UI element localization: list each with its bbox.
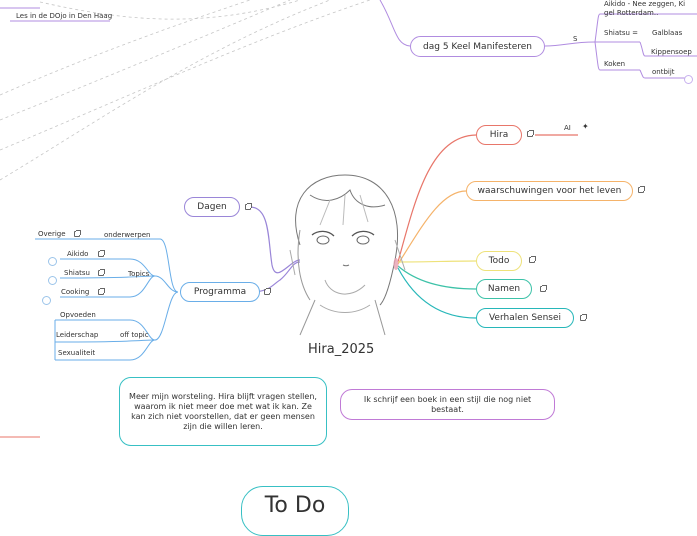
kippensoep-label[interactable]: Kippensoep [651, 48, 692, 56]
external-link-icon[interactable] [527, 130, 534, 137]
overige-label[interactable]: Overige [38, 230, 66, 238]
off-topic-label[interactable]: off topic [120, 331, 149, 339]
top-left-label[interactable]: Les in de DOjo in Den Haag [16, 12, 113, 20]
external-link-icon[interactable] [245, 203, 252, 210]
node-dagen-label: Dagen [197, 202, 227, 212]
node-verhalen-sensei-label: Verhalen Sensei [488, 313, 562, 323]
node-namen-label: Namen [487, 284, 521, 294]
node-programma-label: Programma [193, 287, 247, 297]
node-dagen[interactable]: Dagen [184, 197, 240, 217]
aikido-nee-zeggen[interactable]: Aikido - Nee zeggen, Ki gel Rotterdam.. [604, 0, 686, 17]
top-right-branch [379, 0, 697, 79]
galblaas-label[interactable]: Galblaas [652, 29, 683, 37]
character-sketch [289, 174, 406, 336]
node-hira[interactable]: Hira [476, 125, 522, 145]
central-topic-title[interactable]: Hira_2025 [308, 342, 375, 357]
note-boek-text: Ik schrijf een boek in een stijl die nog… [363, 394, 532, 414]
branch-hub [393, 258, 399, 270]
note-worsteling-text: Meer mijn worsteling. Hira blijft vragen… [129, 391, 317, 431]
shiatsu-topic-label[interactable]: Shiatsu [64, 269, 90, 277]
shiatsu-label[interactable]: Shiatsu = [604, 29, 639, 37]
sexualiteit-label[interactable]: Sexualiteit [58, 349, 96, 357]
external-link-icon[interactable] [264, 288, 271, 295]
koken-label[interactable]: Koken [604, 60, 626, 68]
external-link-icon[interactable] [540, 285, 547, 292]
opvoeden-label[interactable]: Opvoeden [60, 311, 96, 319]
ontbijt-label[interactable]: ontbijt [652, 68, 675, 76]
node-hira-label: Hira [489, 130, 509, 140]
todo-topic-title: To Do [264, 493, 326, 518]
external-link-icon[interactable] [98, 288, 105, 295]
collapse-toggle-aikido[interactable] [48, 257, 57, 266]
left-tree [35, 238, 179, 361]
s-label: S [573, 35, 578, 43]
node-waarschuwingen-label: waarschuwingen voor het leven [477, 186, 622, 196]
external-link-icon[interactable] [98, 269, 105, 276]
node-programma[interactable]: Programma [180, 282, 260, 302]
todo-topic[interactable]: To Do [241, 486, 349, 536]
external-link-icon[interactable] [529, 256, 536, 263]
ai-sparkle-icon: ✦ [582, 122, 589, 131]
ai-label[interactable]: AI [564, 124, 571, 132]
onderwerpen-label[interactable]: onderwerpen [104, 231, 151, 239]
aikido-label[interactable]: Aikido [67, 250, 89, 258]
node-dag-5-keel-label: dag 5 Keel Manifesteren [423, 41, 532, 52]
external-link-icon[interactable] [74, 230, 81, 237]
topics-label[interactable]: Topics [128, 270, 150, 278]
node-todo[interactable]: Todo [476, 251, 522, 271]
cooking-label[interactable]: Cooking [61, 288, 90, 296]
external-link-icon[interactable] [638, 186, 645, 193]
note-boek[interactable]: Ik schrijf een boek in een stijl die nog… [340, 389, 555, 420]
external-link-icon[interactable] [98, 250, 105, 257]
collapse-toggle-cooking[interactable] [42, 296, 51, 305]
center-left-links [249, 206, 301, 293]
relationship-lines [0, 0, 371, 181]
node-verhalen-sensei[interactable]: Verhalen Sensei [476, 308, 574, 328]
leiderschap-label[interactable]: Leiderschap [56, 331, 99, 339]
node-todo-label: Todo [488, 256, 510, 266]
note-worsteling[interactable]: Meer mijn worsteling. Hira blijft vragen… [119, 377, 327, 446]
node-dag-5-keel[interactable]: dag 5 Keel Manifesteren [410, 36, 545, 57]
connector-lines [0, 0, 697, 438]
external-link-icon[interactable] [580, 314, 587, 321]
collapse-toggle-ontbijt[interactable] [684, 75, 693, 84]
node-waarschuwingen[interactable]: waarschuwingen voor het leven [466, 181, 633, 201]
collapse-toggle-shiatsu[interactable] [48, 276, 57, 285]
node-namen[interactable]: Namen [476, 279, 532, 299]
center-right-links [397, 134, 578, 319]
